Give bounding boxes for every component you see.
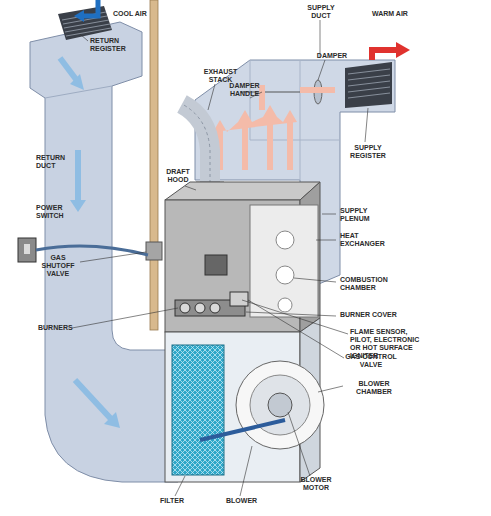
part-label: COMBUSTION CHAMBER <box>340 276 420 292</box>
blower-wheel <box>236 361 324 449</box>
part-label: GAS SHUTOFF VALVE <box>38 254 78 278</box>
leader-line <box>242 300 348 334</box>
burner <box>195 303 205 313</box>
leader-lines <box>72 20 368 496</box>
leader-line <box>294 278 336 282</box>
warm-air-arrow <box>372 50 398 60</box>
part-label: FILTER <box>160 497 200 505</box>
leader-line <box>316 240 336 241</box>
part-label: BLOWER <box>226 497 266 505</box>
flow-arrow <box>75 150 81 200</box>
duct-edge <box>45 86 112 98</box>
part-label: BLOWER CHAMBER <box>345 380 403 396</box>
exchanger-port <box>276 231 294 249</box>
part-label: SUPPLY REGISTER <box>343 144 393 160</box>
leader-line <box>80 34 88 41</box>
part-label: SUPPLY PLENUM <box>340 207 395 223</box>
flow-arrow <box>75 380 112 420</box>
arrow-head <box>396 42 410 58</box>
part-label: DRAFT HOOD <box>163 168 193 184</box>
arrow-head <box>70 74 84 90</box>
part-label: EXHAUST STACK <box>198 68 243 84</box>
part-label: DAMPER HANDLE <box>222 82 267 98</box>
part-label: BLOWER MOTOR <box>292 476 340 492</box>
leader-line <box>208 84 215 110</box>
leader-line <box>72 308 178 328</box>
register-slats <box>348 69 390 98</box>
supply-register <box>345 62 392 108</box>
part-label: BURNERS <box>38 324 83 332</box>
leader-line <box>240 446 252 496</box>
part-label: SUPPLY DUCT <box>300 4 342 20</box>
leader-line <box>248 300 344 358</box>
control-module <box>205 255 227 275</box>
blower-cabinet <box>165 332 300 482</box>
leader-line <box>185 186 196 190</box>
leader-line <box>246 312 336 316</box>
arrow-heads <box>213 105 297 132</box>
part-label: RETURN DUCT <box>36 154 74 170</box>
cabinet-top <box>165 182 320 200</box>
gas-control-valve <box>230 292 248 306</box>
exchanger-port <box>278 298 292 312</box>
burner <box>180 303 190 313</box>
leader-line <box>365 108 368 142</box>
part-label: WARM AIR <box>372 10 422 18</box>
arrow-head <box>70 200 86 212</box>
heat-exchanger <box>250 205 318 317</box>
arrow-head <box>104 412 120 428</box>
leader-line <box>80 252 146 262</box>
switch-toggle <box>24 244 30 254</box>
cool-air-arrow <box>82 0 98 16</box>
part-label: COOL AIR <box>113 10 158 18</box>
power-cable <box>36 246 148 255</box>
leader-line <box>175 476 185 496</box>
leader-line <box>322 214 336 215</box>
part-label: GAS CONTROL VALVE <box>345 353 397 369</box>
leader-line <box>318 386 343 392</box>
part-label: RETURN REGISTER <box>90 37 132 53</box>
part-label: DAMPER <box>312 52 352 60</box>
filter <box>172 345 224 475</box>
return-register <box>58 6 112 40</box>
leader-line <box>318 60 325 80</box>
power-switch <box>18 238 36 262</box>
arrow-head <box>74 10 84 22</box>
part-label: HEAT EXCHANGER <box>340 232 405 248</box>
part-label: BURNER COVER <box>340 311 415 319</box>
flow-arrow <box>60 58 78 82</box>
exchanger-port <box>276 266 294 284</box>
gas-shutoff-valve <box>146 242 162 260</box>
leader-line <box>288 412 310 476</box>
part-label: POWER SWITCH <box>36 204 74 220</box>
gas-pipe <box>150 0 158 330</box>
blower-belt <box>200 420 285 440</box>
burner <box>210 303 220 313</box>
